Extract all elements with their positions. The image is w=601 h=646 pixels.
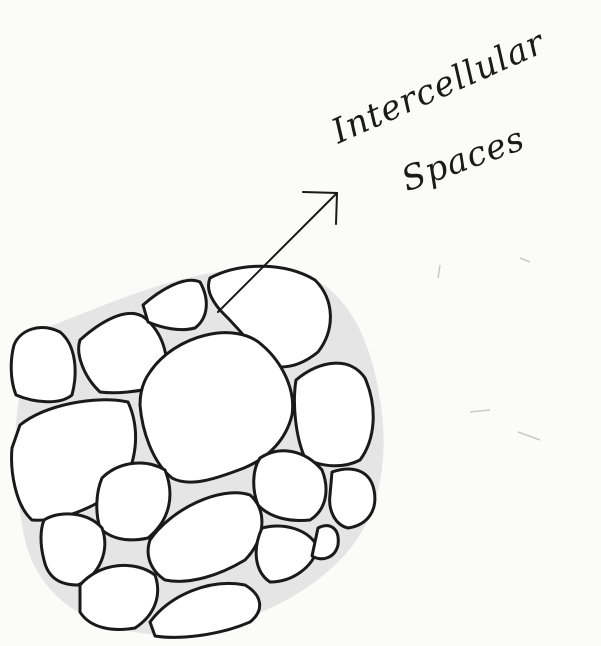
cell bbox=[330, 469, 375, 528]
cell bbox=[312, 526, 338, 559]
cell bbox=[294, 363, 373, 466]
cell bbox=[80, 565, 158, 629]
cell bbox=[143, 280, 206, 329]
stray-marks bbox=[438, 258, 540, 440]
cell bbox=[11, 328, 75, 402]
cell bbox=[254, 451, 326, 521]
